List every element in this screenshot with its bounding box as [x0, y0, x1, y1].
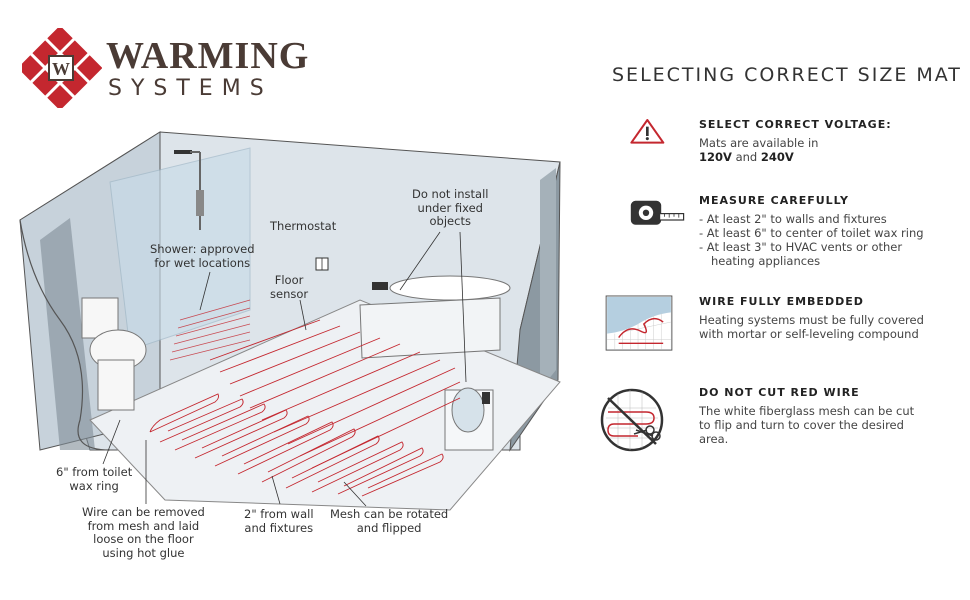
tip-body: Mats are available in 120V and 240V — [699, 136, 964, 164]
tip-body: Heating systems must be fully covered wi… — [699, 313, 964, 341]
callout-line: and fixtures — [244, 520, 314, 535]
brand-mark-icon: W — [22, 28, 102, 108]
bathtub-icon — [359, 297, 501, 359]
warning-icon — [630, 119, 665, 144]
brand-name-primary: WARMING — [106, 35, 310, 77]
tip-heading: DO NOT CUT RED WIRE — [699, 386, 860, 399]
callout-line: sensor — [270, 286, 309, 301]
callout-line: Shower: approved — [150, 242, 255, 256]
voltage-join: and — [735, 150, 758, 164]
tip-body-line: The white fiberglass mesh can be cut — [699, 404, 915, 418]
callout-shower: Shower: approved for wet locations — [150, 242, 255, 270]
bathroom-diagram: Shower: approved for wet locations Therm… — [0, 120, 580, 590]
voltage-value: 120V — [699, 150, 732, 164]
voltage-value: 240V — [760, 150, 794, 164]
callout-line: 2" from wall — [244, 507, 314, 521]
callout-line: using hot glue — [102, 545, 185, 560]
brand-logo: W WARMING SYSTEMS — [22, 28, 322, 108]
callout-line: Wire can be removed — [82, 505, 205, 519]
callout-line: objects — [429, 214, 471, 228]
callout-wire-removed: Wire can be removed from mesh and laid l… — [82, 505, 205, 560]
callout-thermostat: Thermostat — [270, 219, 337, 234]
callout-line: Mesh can be rotated — [330, 507, 449, 521]
callout-fixed-objects: Do not install under fixed objects — [412, 187, 489, 229]
tip-body-line: 120V and 240V — [699, 150, 964, 164]
callout-mesh-rotate: Mesh can be rotated and flipped — [330, 507, 449, 535]
tip-heading: SELECT CORRECT VOLTAGE: — [699, 118, 892, 131]
callout-line: from mesh and laid — [87, 518, 200, 533]
tip-body-line: Mats are available in — [699, 136, 819, 150]
tip-heading: WIRE FULLY EMBEDDED — [699, 295, 864, 308]
tip-heading: MEASURE CAREFULLY — [699, 194, 849, 207]
tip-measure: MEASURE CAREFULLY - At least 2" to walls… — [598, 194, 958, 270]
tip-body-line: - At least 2" to walls and fixtures — [699, 212, 887, 226]
tip-do-not-cut: DO NOT CUT RED WIRE The white fiberglass… — [598, 386, 958, 458]
tip-voltage: SELECT CORRECT VOLTAGE: Mats are availab… — [598, 118, 958, 168]
shower-heating-grid — [169, 299, 251, 361]
callout-line: and flipped — [356, 520, 422, 535]
callout-toilet-ring: 6" from toilet wax ring — [56, 465, 133, 493]
tape-measure-icon — [630, 200, 685, 225]
tip-body-line: - At least 3" to HVAC vents or other — [699, 240, 903, 254]
toilet-icon — [81, 297, 147, 411]
tip-body: - At least 2" to walls and fixtures - At… — [699, 212, 964, 268]
page-title: SELECTING CORRECT SIZE MAT — [612, 64, 962, 86]
callout-floor-sensor: Floor sensor — [270, 273, 309, 301]
callout-line: for wet locations — [154, 255, 251, 270]
brand-mark-letter: W — [52, 59, 70, 79]
tip-body-line: with mortar or self-leveling compound — [699, 327, 919, 341]
tip-body-line: - At least 6" to center of toilet wax ri… — [699, 226, 924, 240]
tip-body-line: area. — [699, 432, 729, 446]
callout-line: Thermostat — [270, 219, 337, 233]
embedded-wire-icon — [605, 295, 673, 351]
brand-name-secondary: SYSTEMS — [108, 76, 273, 101]
callout-line: under fixed — [417, 200, 483, 215]
callout-line: Do not install — [412, 187, 489, 201]
no-cut-scissors-icon — [600, 388, 664, 452]
callout-wall-gap: 2" from wall and fixtures — [244, 507, 314, 535]
callout-line: 6" from toilet — [56, 465, 133, 479]
tip-body-line: to flip and turn to cover the desired — [699, 418, 904, 432]
tip-body-line: heating appliances — [711, 254, 821, 268]
tip-body: The white fiberglass mesh can be cut to … — [699, 404, 964, 446]
heating-mat-runs — [149, 319, 461, 497]
tip-embedded: WIRE FULLY EMBEDDED Heating systems must… — [598, 295, 958, 355]
tip-body-line: Heating systems must be fully covered — [699, 313, 924, 327]
callout-line: wax ring — [69, 478, 119, 493]
bathroom-illustration — [19, 131, 561, 511]
callout-line: Floor — [274, 273, 304, 287]
callout-line: loose on the floor — [93, 532, 194, 546]
